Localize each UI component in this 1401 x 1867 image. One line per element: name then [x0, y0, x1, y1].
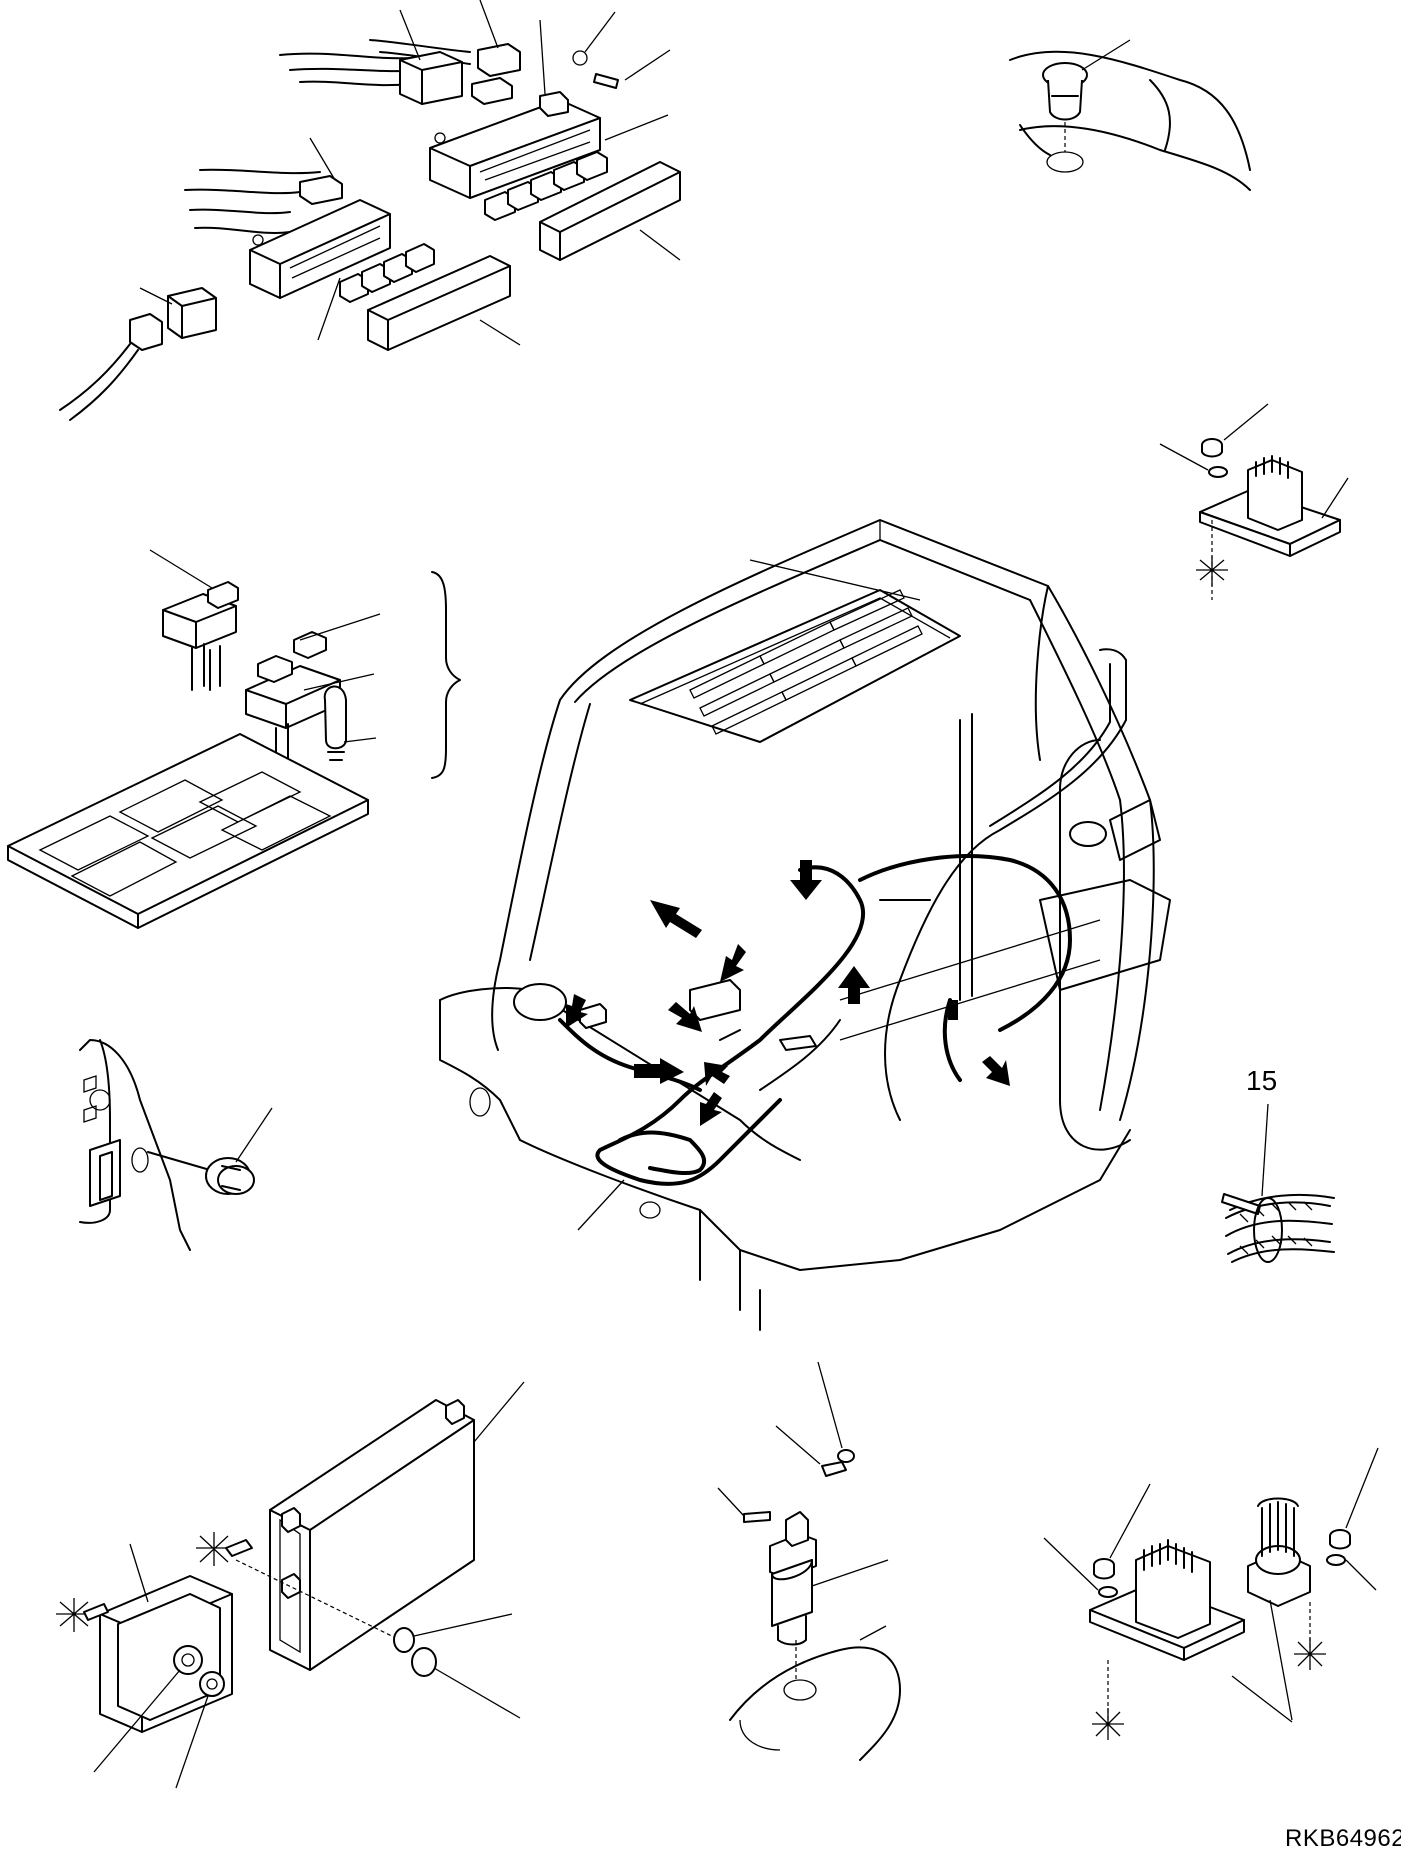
drawing-code: RKB64962 [1285, 1825, 1401, 1852]
sensor-switch [717, 1361, 901, 1761]
callout-number-15: 15 [1246, 1065, 1278, 1096]
connector-plate-lower [1043, 1447, 1379, 1740]
fuse-box-assembly [59, 0, 681, 421]
small-unit [56, 1543, 233, 1789]
dashboard-switch-assembly [79, 1039, 273, 1251]
cab-frame [439, 519, 1171, 1331]
switch-panel-assembly [7, 549, 461, 929]
plug-button-assembly [1009, 39, 1251, 191]
cable-tie-15 [1221, 1103, 1335, 1263]
controller-unit [196, 1381, 525, 1719]
connector-plate-upper [1159, 403, 1349, 600]
